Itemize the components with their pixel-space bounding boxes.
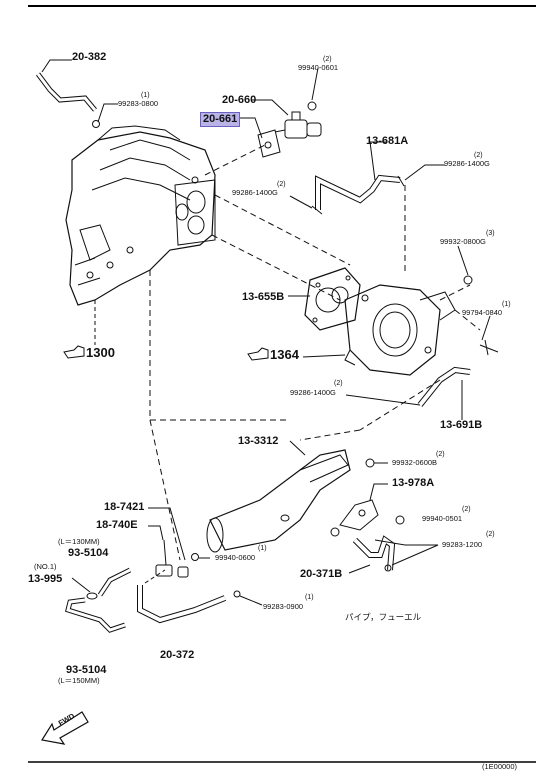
air-duct-13-3312 bbox=[206, 449, 351, 553]
label-93-5104-a: 93-5104 bbox=[68, 547, 109, 559]
qty-99932-0600B: (2) bbox=[436, 451, 445, 458]
intake-manifold bbox=[65, 125, 216, 306]
qty-99286-1400G-b: (2) bbox=[277, 181, 286, 188]
bracket-20-661 bbox=[257, 129, 281, 158]
label-length-150: (L＝150MM) bbox=[58, 676, 100, 685]
qty-99286-1400G-c: (2) bbox=[334, 380, 343, 387]
hose-13-691B bbox=[417, 366, 471, 407]
label-20-661-highlighted[interactable]: 20-661 bbox=[200, 112, 241, 127]
solenoid-valve-20-660 bbox=[274, 101, 322, 139]
qty-99940-0601: (2) bbox=[323, 56, 332, 63]
qty-99283-0800: (1) bbox=[141, 92, 150, 99]
ref-1300[interactable]: 1300 bbox=[86, 345, 115, 360]
label-99940-0600: 99940-0600 bbox=[215, 553, 256, 562]
label-pipe-fuel: パイプ，フューエル bbox=[345, 613, 422, 623]
qty-99940-0600: (1) bbox=[258, 545, 267, 552]
hose-93-5104 bbox=[65, 567, 132, 633]
sensor-18-740E bbox=[155, 539, 189, 578]
qty-99283-1200: (2) bbox=[486, 531, 495, 538]
label-20-382: 20-382 bbox=[72, 51, 107, 63]
label-99940-0601: 99940-0601 bbox=[298, 63, 339, 72]
label-13-691B: 13-691B bbox=[440, 419, 483, 431]
qty-99794-0840: (1) bbox=[502, 301, 511, 308]
qty-99932-0800G: (3) bbox=[486, 230, 495, 237]
label-99932-0800G: 99932-0800G bbox=[440, 237, 486, 246]
qty-99283-0900: (1) bbox=[305, 594, 314, 601]
sensor-13-978A bbox=[330, 499, 379, 537]
pipe-20-371B bbox=[352, 535, 396, 571]
throttle-body bbox=[344, 284, 456, 376]
label-93-5104-b: 93-5104 bbox=[66, 664, 107, 676]
label-13-3312: 13-3312 bbox=[238, 435, 279, 447]
qty-99940-0501: (2) bbox=[462, 506, 471, 513]
label-99286-1400G-c: 99286-1400G bbox=[290, 388, 336, 397]
label-13-681A: 13-681A bbox=[366, 135, 409, 147]
label-99794-0840: 99794-0840 bbox=[462, 308, 503, 317]
label-13-995: 13-995 bbox=[28, 573, 63, 585]
label-length-130: (L＝130MM) bbox=[58, 537, 100, 546]
label-18-7421: 18-7421 bbox=[104, 501, 145, 513]
footer-code: (1E00000) bbox=[482, 762, 518, 771]
label-20-372: 20-372 bbox=[160, 649, 195, 661]
label-20-371B: 20-371B bbox=[300, 568, 343, 580]
label-99932-0600B: 99932-0600B bbox=[392, 458, 438, 467]
ref-1364[interactable]: 1364 bbox=[270, 347, 299, 362]
label-13-978A: 13-978A bbox=[392, 477, 435, 489]
label-18-740E: 18-740E bbox=[96, 519, 138, 531]
hose-13-681A bbox=[311, 174, 405, 215]
label-99283-0800: 99283-0800 bbox=[118, 99, 159, 108]
label-13-655B: 13-655B bbox=[242, 291, 285, 303]
gasket-13-655B bbox=[304, 267, 361, 331]
label-99283-0900: 99283-0900 bbox=[263, 602, 304, 611]
hose-20-372 bbox=[137, 585, 227, 624]
pointer-hand-icon-1364 bbox=[247, 347, 269, 361]
label-99286-1400G-b: 99286-1400G bbox=[232, 188, 278, 197]
qty-99286-1400G-a: (2) bbox=[474, 152, 483, 159]
pointer-hand-icon-1300 bbox=[63, 345, 85, 359]
hose-20-382 bbox=[36, 72, 100, 128]
label-20-660: 20-660 bbox=[222, 94, 257, 106]
label-no1: (NO.1) bbox=[34, 562, 57, 571]
fwd-arrow-icon bbox=[41, 711, 89, 745]
label-99940-0501: 99940-0501 bbox=[422, 514, 463, 523]
label-99286-1400G-a: 99286-1400G bbox=[444, 159, 490, 168]
label-99283-1200: 99283-1200 bbox=[442, 540, 483, 549]
